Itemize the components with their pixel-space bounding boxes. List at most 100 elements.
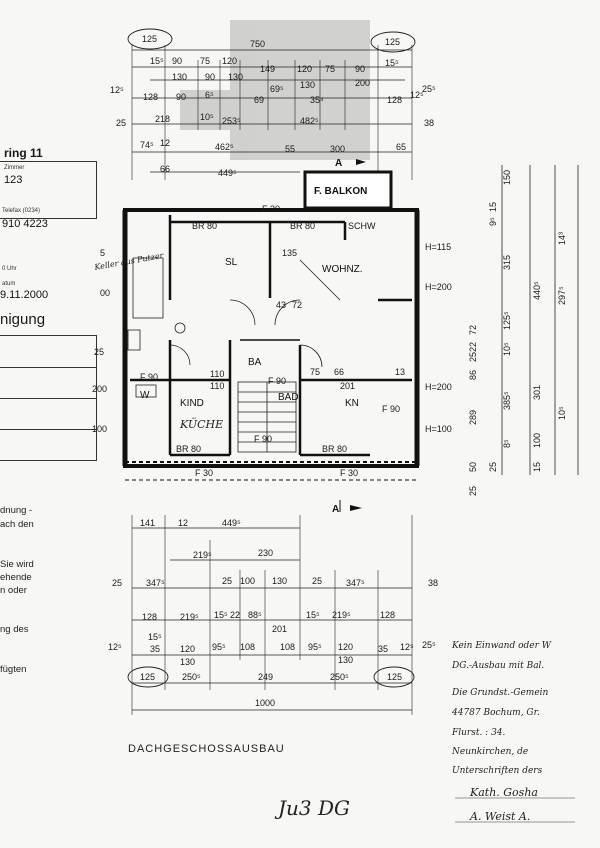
dim-label: 12⁵ <box>410 90 424 100</box>
dim-label: 347⁵ <box>146 578 165 588</box>
dim-label: 125 <box>142 34 157 44</box>
handwritten-note-line: Unterschriften ders <box>452 766 543 776</box>
body-fragment: ng des <box>0 624 29 635</box>
dim-label: 250⁵ <box>330 672 349 682</box>
room-label-wohnz: WOHNZ. <box>322 264 363 275</box>
dim-label: 128 <box>387 95 402 105</box>
dim-label: 5 <box>100 248 105 258</box>
height-labels: H=115 H=200 H=200 H=100 <box>425 242 452 434</box>
door-swings <box>169 259 341 368</box>
door-label: F 30 <box>262 204 280 214</box>
door-label: SCHW <box>348 221 376 231</box>
dim-label: 130 <box>180 657 195 667</box>
dim-label: 25 <box>312 576 322 586</box>
top-dimension-lines <box>131 45 413 180</box>
dim-label: 125⁵ <box>502 311 512 330</box>
dim-label: 200 <box>355 78 370 88</box>
right-dimension-labels: 150 15 9⁵ 315 440⁵ 14³ 297⁵ 125⁵ 72 22 2… <box>468 170 567 496</box>
dim-label: 10⁵ <box>200 112 214 122</box>
body-fragment: Sie wird <box>0 559 34 570</box>
fax-value: 910 4223 <box>2 218 48 230</box>
dim-label: 315 <box>502 255 512 270</box>
circled-dimension <box>127 666 169 688</box>
dim-label: 12 <box>178 518 188 528</box>
handwritten-note-line: 44787 Bochum, Gr. <box>452 708 540 718</box>
dim-label: 385⁵ <box>502 391 512 410</box>
dim-label: 201 <box>272 624 287 634</box>
circled-dimension <box>373 666 415 688</box>
dim-label: 22 <box>230 610 240 620</box>
dim-label: 120 <box>222 56 237 66</box>
bottom-dimension-lines <box>131 515 413 715</box>
dim-label: 25 <box>94 347 104 357</box>
dim-label: 219⁵ <box>180 612 199 622</box>
dim-label: 75 <box>200 56 210 66</box>
dim-label: 449⁵ <box>218 168 237 178</box>
section-arrow <box>350 505 362 511</box>
door-label: 66 <box>334 367 344 377</box>
door-label: 110 <box>210 381 224 391</box>
height-label: H=200 <box>425 382 452 392</box>
room-label-bad: BAD <box>278 392 299 403</box>
dim-label: 69⁵ <box>270 84 284 94</box>
dim-label: 50 <box>468 462 478 472</box>
dim-label: 38 <box>428 578 438 588</box>
dim-label: 25 <box>468 486 478 496</box>
body-fragment: n oder <box>0 585 27 596</box>
dim-label-total: 1000 <box>255 698 275 708</box>
door-label: 201 <box>340 381 355 391</box>
zimmer-value: 123 <box>4 174 23 186</box>
dim-label: 38 <box>424 118 434 128</box>
door-label: 43 <box>276 300 286 310</box>
room-label-kn: KN <box>345 398 359 409</box>
dim-label: 25 <box>116 118 126 128</box>
dim-label: 301 <box>532 385 542 400</box>
dim-label: 22 <box>468 342 478 352</box>
scan-shading <box>180 20 370 160</box>
door-label: 75 <box>310 367 320 377</box>
dim-label: 218 <box>155 114 170 124</box>
dim-label: 74⁵ <box>140 140 154 150</box>
dim-label: 15 <box>488 202 498 212</box>
door-label: BR 80 <box>290 221 315 231</box>
dim-label: 130 <box>300 80 315 90</box>
dim-label: 250⁵ <box>182 672 201 682</box>
outer-walls <box>122 208 420 481</box>
dim-label: 8⁵ <box>502 439 512 448</box>
staircase <box>237 381 297 453</box>
dim-label: 347⁵ <box>346 578 365 588</box>
door-label: F 90 <box>254 434 272 444</box>
dim-label: 90 <box>205 72 215 82</box>
dim-label: 100 <box>240 576 255 586</box>
door-label: 72 <box>292 300 302 310</box>
door-label: F 90 <box>140 372 158 382</box>
contact-box: Zimmer 123 Telefax (0234) <box>0 161 97 219</box>
handwritten-signature: Kath. Gosha <box>470 786 538 799</box>
door-label: BR 80 <box>192 221 217 231</box>
dim-label: 128 <box>142 612 157 622</box>
dim-label: 9⁵ <box>488 217 498 226</box>
dim-label: 35 <box>150 644 160 654</box>
dim-label: 6⁵ <box>205 90 214 100</box>
dim-label: 128 <box>380 610 395 620</box>
door-label: F 90 <box>382 404 400 414</box>
dim-label: 12⁵ <box>108 642 122 652</box>
dim-label: 12⁵ <box>400 642 414 652</box>
right-dimension-lines <box>501 165 579 475</box>
dim-label: 253⁵ <box>222 116 241 126</box>
zimmer-label: Zimmer <box>4 165 25 171</box>
dim-label: 200 <box>92 384 107 394</box>
dim-label: 141 <box>140 518 155 528</box>
dim-label: 69 <box>254 95 264 105</box>
dim-label: 95⁵ <box>308 642 322 652</box>
body-fragment: ach den <box>0 519 34 530</box>
form-header: ring 11 <box>4 146 43 160</box>
dim-label: 25⁵ <box>422 640 436 650</box>
dim-label: 15 <box>532 462 542 472</box>
sanitary-fixtures <box>127 257 186 398</box>
dim-label: 462⁵ <box>215 142 234 152</box>
dim-label: 86 <box>468 370 478 380</box>
room-label-balkon: F. BALKON <box>314 186 367 197</box>
dim-label: 130 <box>228 72 243 82</box>
